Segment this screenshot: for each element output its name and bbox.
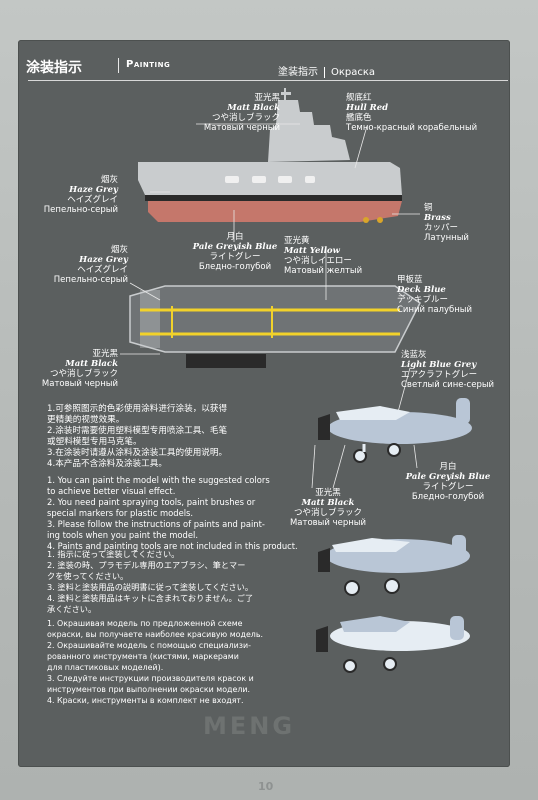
leader-line (354, 125, 368, 169)
aircraft-side-view-2 (318, 535, 470, 596)
hangar-opening (278, 176, 292, 183)
label-matt-black-deck: 亚光黑 Matt Black つや消しブラック Матовый черный (41, 349, 118, 389)
instructions-jp: 1. 指示に従って塗装してください。 2. 塗装の時、プラモデル専用のエアブラシ… (47, 549, 254, 614)
label-light-blue-grey: 浅蓝灰 Light Blue Grey エアクラフトグレー Светлый си… (401, 350, 495, 390)
hull-upper (138, 162, 402, 195)
section-title-en: Painting (126, 59, 171, 70)
leader-line (398, 292, 406, 299)
island-structure (268, 100, 350, 162)
label-matt-black-island: 亚光黑 Matt Black つや消しブラック Матовый черный (203, 93, 280, 133)
hull-red-area (148, 201, 402, 222)
hangar-opening (305, 176, 315, 183)
leader-line (129, 282, 161, 301)
label-haze-grey-hull: 烟灰 Haze Grey ヘイズグレイ Пепельно-серый (43, 175, 118, 215)
flight-deck-top-view (129, 285, 421, 368)
aircraft-side-view-1 (318, 398, 472, 463)
instructions-cn: 1.可参照图示的色彩使用涂料进行涂装，以获得 更精美的视觉效果。 2.涂装时需要… (47, 404, 228, 469)
label-pale-greyish-blue-2: 月白 Pale Greyish Blue ライトグレー Бледно-голуб… (405, 462, 491, 502)
leader-line (332, 444, 346, 489)
page-number: 10 (258, 780, 274, 793)
leader-line (311, 444, 316, 489)
subtitle: 塗装指示 Окраска (278, 63, 375, 78)
deck-outline (129, 285, 421, 353)
header-rule (28, 80, 508, 81)
title-divider (118, 58, 119, 73)
section-title-cn: 涂装指示 (26, 60, 82, 76)
subtitle-jp: 塗装指示 (278, 67, 318, 78)
meng-logo: MENG (203, 712, 296, 740)
label-brass: 铜 Brass カッパー Латунный (424, 203, 469, 243)
hangar-opening (252, 176, 266, 183)
propeller (377, 217, 383, 223)
label-deck-blue: 甲板蓝 Deck Blue デッキブルー Синий палубный (397, 275, 473, 315)
boot-topping (145, 195, 402, 201)
leader-line (397, 367, 411, 413)
subtitle-ru: Окраска (331, 67, 376, 78)
instructions-en: 1. You can paint the model with the sugg… (47, 475, 298, 551)
aircraft-side-view-3 (316, 616, 470, 673)
sponson (186, 354, 266, 368)
instructions-ru: 1. Окрашивая модель по предложенной схем… (47, 619, 264, 705)
label-haze-grey-deck: 烟灰 Haze Grey ヘイズグレイ Пепельно-серый (53, 245, 128, 285)
label-pale-greyish-blue-1: 月白 Pale Greyish Blue ライトグレー Бледно-голуб… (192, 232, 278, 272)
leader-line (413, 444, 418, 469)
hangar-opening (225, 176, 239, 183)
ship-side-view (138, 88, 402, 223)
label-matt-black-plane: 亚光黑 Matt Black つや消しブラック Матовый черный (289, 488, 367, 528)
label-hull-red: 舰底红 Hull Red 艦底色 Темно-красный корабельн… (346, 93, 478, 133)
label-matt-yellow: 亚光黄 Matt Yellow つや消しイエロー Матовый желтый (284, 236, 363, 276)
mast-yard (281, 92, 291, 95)
subtitle-divider (324, 66, 325, 78)
propeller (363, 217, 369, 223)
